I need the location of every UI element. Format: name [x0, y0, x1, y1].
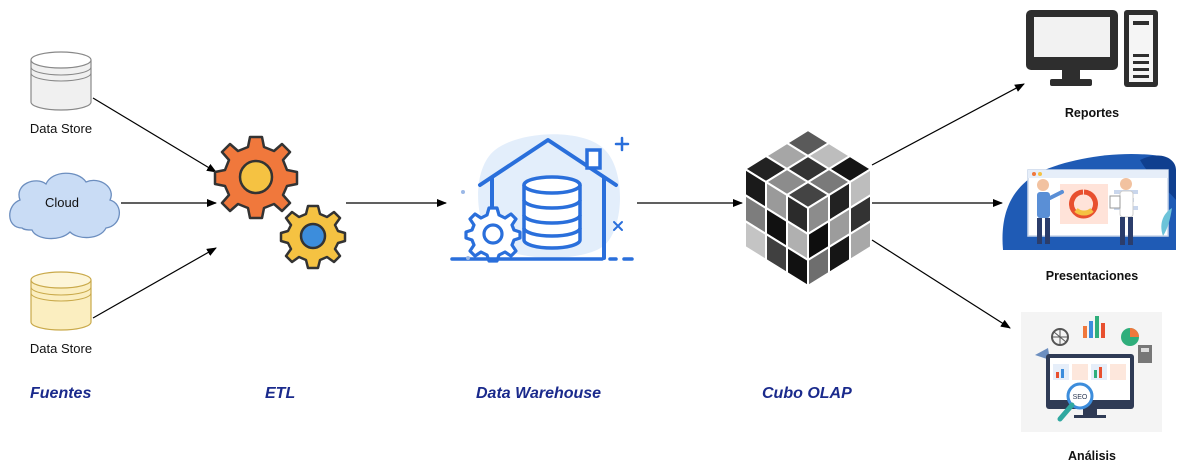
data-store-bottom-icon [30, 271, 92, 331]
stage-olap: Cubo OLAP [762, 385, 852, 402]
data-store-top-icon [30, 51, 92, 111]
presentations-label: Presentaciones [1045, 269, 1139, 283]
arrow-olap-to-analysis [871, 239, 1011, 329]
arrow-store-bottom-to-etl [92, 247, 217, 319]
analysis-label: Análisis [1068, 449, 1116, 463]
stage-warehouse: Data Warehouse [476, 385, 602, 402]
desktop-computer-icon [1026, 10, 1158, 87]
arrow-olap-to-reports [871, 83, 1025, 166]
gears-icon [213, 135, 347, 270]
data-store-top-label: Data Store [29, 121, 93, 136]
seo-icon-text: SEO [1073, 394, 1088, 401]
cloud-icon [9, 172, 120, 240]
data-store-bottom-label: Data Store [29, 341, 93, 356]
stage-sources: Fuentes [30, 385, 92, 402]
stage-etl: ETL [265, 385, 296, 402]
cloud-label: Cloud [45, 195, 79, 210]
olap-cube-icon [744, 129, 872, 287]
reports-label: Reportes [1064, 106, 1120, 120]
seo-analytics-icon: SEO [1021, 312, 1162, 432]
warehouse-database-icon [450, 134, 634, 263]
arrow-store-top-to-etl [92, 97, 217, 173]
presentation-screen-icon [1002, 153, 1176, 250]
